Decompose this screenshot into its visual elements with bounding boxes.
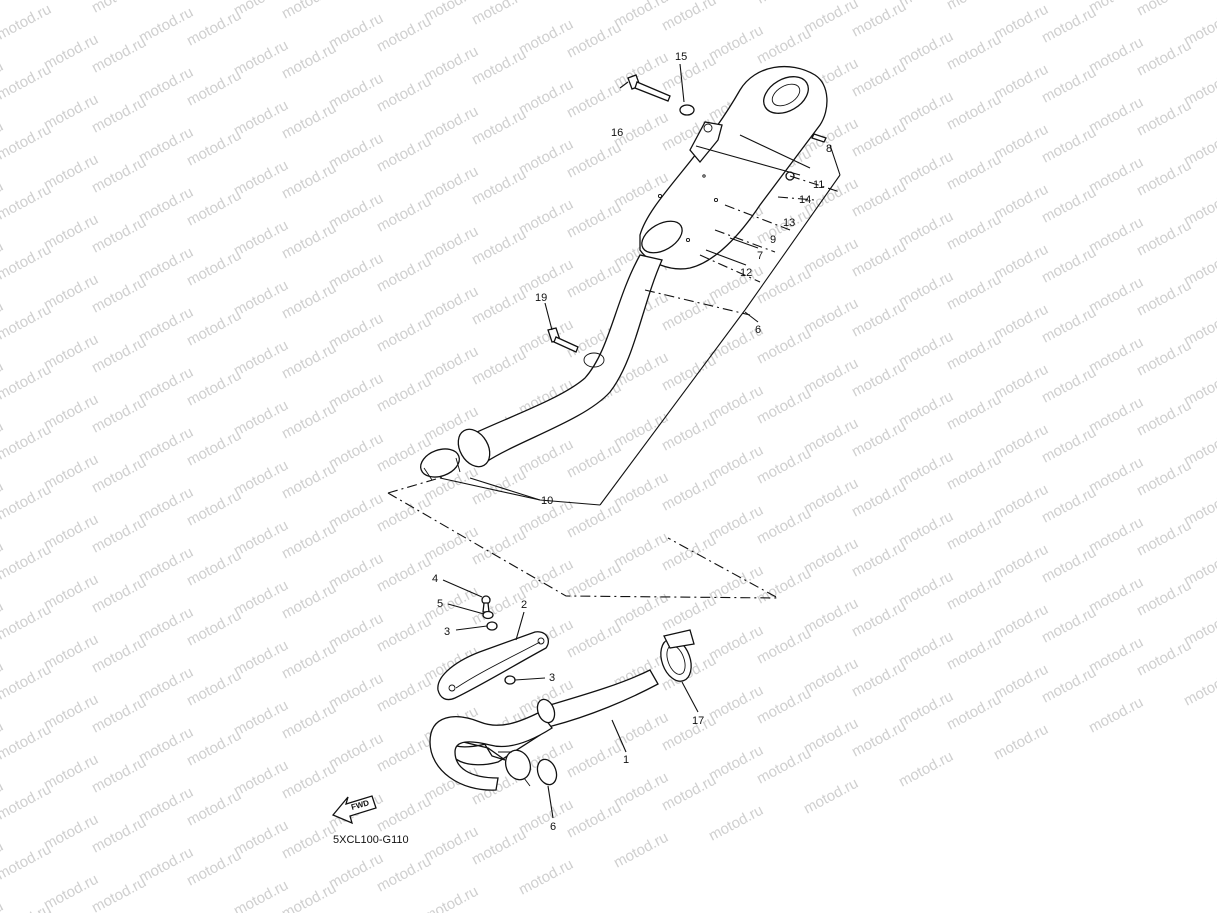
callout-16: 17 [692,715,704,727]
grommet-3-upper [486,621,498,631]
watermark-text: motod.ru [896,748,956,791]
watermark-text: motod.ru [944,0,1004,14]
watermark-text: motod.ru [991,721,1051,764]
watermark-text: motod.ru [801,775,861,818]
watermark-text: motod.ru [0,721,54,764]
watermark-text: motod.ru [1134,0,1194,20]
callout-8: 7 [757,250,763,262]
watermark-text: motod.ru [279,0,339,23]
silencer-pipe [457,254,663,468]
watermark-text: motod.ru [564,0,624,2]
grommet-3-lower [504,675,516,685]
callout-14: 13 [783,217,795,229]
washer-5 [482,610,494,620]
washer-17 [679,104,695,116]
leader-lines [442,63,759,819]
callout-7: 6 [755,324,761,336]
watermark-text: motod.ru [611,829,671,872]
callout-12: 11 [813,179,824,191]
callout-labels: 15 16 8 11 14 13 9 7 12 6 19 10 4 5 3 2 … [432,51,832,833]
watermark-text: motod.ru [0,481,54,524]
callout-9: 8 [826,143,832,155]
heat-protector-2 [437,631,550,701]
watermark-text: motod.ru [0,181,54,224]
bolt-19 [547,327,579,353]
watermark-text: motod.ru [421,883,481,913]
watermark-text: motod.ru [0,61,54,104]
watermark-text: motod.ru [0,841,54,884]
fwd-arrow-icon: FWD [331,795,377,825]
joint-gasket [420,448,461,481]
watermark-text: motod.ru [1086,694,1146,737]
watermark-text: motod.ru [0,541,54,584]
watermark-text: motod.ru [89,874,149,913]
watermark-text: motod.ru [0,361,54,404]
bolt-4 [481,595,491,613]
watermark-text: motod.ru [0,898,6,913]
callout-18: 16 [611,127,623,139]
watermark-text: motod.ru [0,781,54,824]
callout-3-lower: 3 [549,672,555,684]
watermark-text: motod.ru [279,880,339,913]
callout-11: 12 [740,267,752,279]
callout-13: 10 [541,495,553,507]
bolt-18 [627,74,671,102]
watermark-text: motod.ru [0,121,54,164]
watermark-text: motod.ru [0,421,54,464]
callout-10: 9 [770,234,776,246]
watermark-text: motod.ru [0,241,54,284]
watermark-text: motod.ru [0,661,54,704]
watermark-text: motod.ru [0,1,54,44]
watermark-text: motod.ru [89,0,149,17]
muffler [639,65,828,270]
watermark-text: motod.ru [516,856,576,899]
callout-15: 14 [799,194,811,206]
exhaust-pipe [429,669,659,791]
clamp-16 [660,629,695,682]
callout-19: 19 [535,292,547,304]
callout-2: 2 [521,599,527,611]
watermark-text: motod.ru [0,301,54,344]
watermark-text: motod.ru [0,601,54,644]
callout-17: 15 [675,51,687,63]
watermark-text: motod.ru [1181,667,1217,710]
gasket-6 [536,758,558,786]
watermark-text: motod.ru [0,0,7,14]
assembly-lines [387,134,841,599]
callout-4: 4 [432,573,438,585]
watermark-text: motod.ru [706,802,766,845]
callout-1: 1 [623,754,629,766]
callout-3-upper: 3 [444,626,450,638]
callout-5: 5 [437,598,443,610]
screw-9 [811,133,827,143]
watermark-text: motod.ru [469,0,529,29]
watermark-text: motod.ru [754,0,814,8]
diagram-code: 5XCL100-G110 [333,834,409,846]
watermark-text: motod.ru [0,901,54,913]
callout-6: 6 [550,821,556,833]
